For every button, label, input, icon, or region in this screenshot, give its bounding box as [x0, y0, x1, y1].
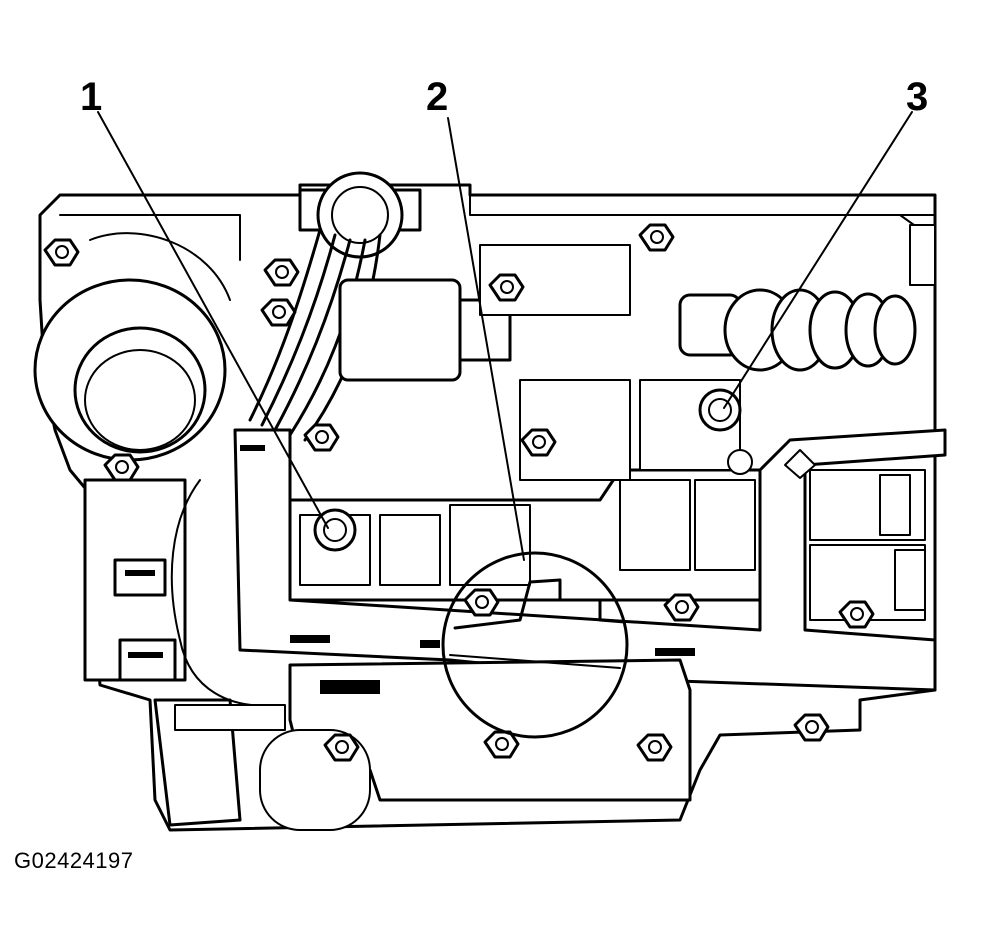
- bolt: [323, 733, 360, 762]
- bolt: [663, 593, 700, 622]
- leader-line-3: [723, 111, 913, 409]
- detail-circle: [441, 551, 629, 739]
- figure-id: G02424197: [14, 848, 134, 873]
- bolt: [838, 600, 875, 629]
- bolt: [303, 423, 340, 452]
- bolt: [488, 273, 525, 302]
- bolts: [43, 223, 875, 762]
- bolt: [793, 713, 830, 742]
- bolt: [463, 588, 500, 617]
- bolt: [103, 453, 140, 482]
- connector-bracket: [83, 478, 281, 707]
- callout-1: 1: [80, 75, 102, 119]
- leader-lines: [97, 111, 913, 561]
- callout-2: 2: [426, 75, 448, 119]
- bolt: [260, 298, 297, 327]
- leader-line-2: [447, 117, 525, 561]
- lower-cover-plate: [153, 658, 692, 831]
- case-boss: [33, 232, 231, 462]
- orifice-1: [313, 508, 357, 552]
- leader-line-1: [97, 111, 329, 529]
- bolt: [636, 733, 673, 762]
- right-valve-section: [809, 469, 926, 621]
- bolt: [520, 428, 557, 457]
- bolt: [263, 258, 300, 287]
- bolt: [43, 238, 80, 267]
- callout-3: 3: [906, 75, 928, 119]
- bolt: [483, 730, 520, 759]
- bolt: [638, 223, 675, 252]
